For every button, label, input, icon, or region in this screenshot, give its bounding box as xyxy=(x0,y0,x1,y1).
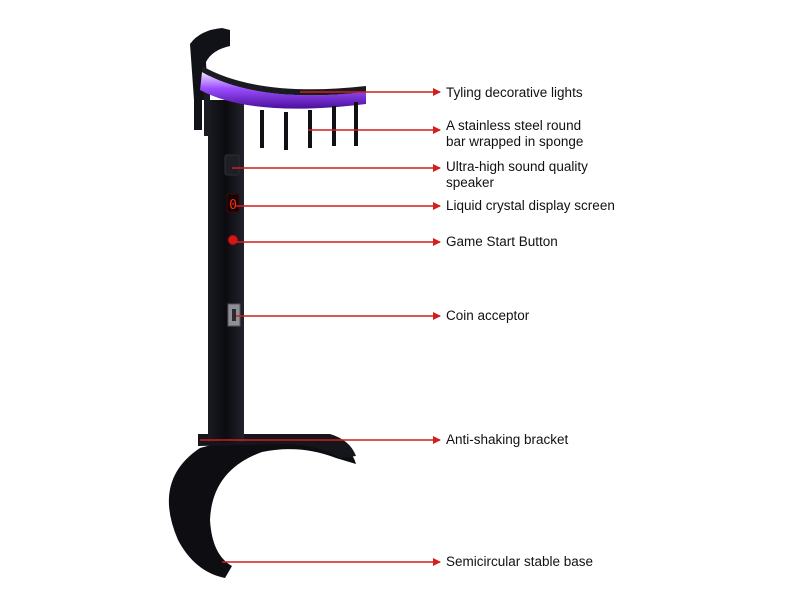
semicircular-base xyxy=(168,435,356,578)
game-start-button xyxy=(227,234,239,246)
callout-arrows xyxy=(200,88,441,566)
callout-label-display: Liquid crystal display screen xyxy=(446,198,615,213)
callout-label-base: Semicircular stable base xyxy=(446,554,594,569)
coin-slot xyxy=(232,309,236,321)
callout-label-button: Game Start Button xyxy=(446,234,558,249)
callout-label-lights: Tyling decorative lights xyxy=(446,85,583,100)
callout-label-bracket: Anti-shaking bracket xyxy=(446,432,569,447)
sponge-bar xyxy=(284,112,288,150)
display-screen xyxy=(226,193,240,213)
decorative-light-strip xyxy=(200,72,366,109)
callout-label-bar: A stainless steel round bar wrapped in s… xyxy=(446,118,584,149)
callout-label-speaker: Ultra-high sound quality speaker xyxy=(446,159,588,190)
main-column xyxy=(208,100,244,442)
speaker-grille xyxy=(224,154,240,176)
sponge-bar xyxy=(308,110,312,148)
sponge-bar xyxy=(260,110,264,148)
callout-label-coin: Coin acceptor xyxy=(446,308,530,323)
sponge-bar xyxy=(332,106,336,146)
display-digit: 0 xyxy=(229,198,237,213)
sponge-bar xyxy=(354,102,358,146)
side-post-left xyxy=(194,60,202,130)
side-post-right xyxy=(204,70,210,136)
sponge-bars xyxy=(260,102,358,150)
